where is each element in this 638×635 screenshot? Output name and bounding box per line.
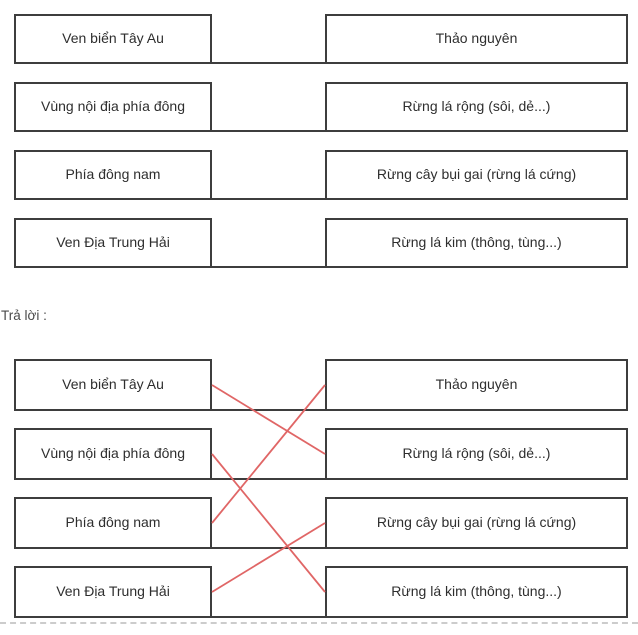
row-baseline xyxy=(212,409,325,411)
question-right-box-4: Rừng lá kim (thông, tùng...) xyxy=(325,218,628,268)
row-baseline xyxy=(212,266,325,268)
answer-left-box-3: Phía đông nam xyxy=(14,497,212,549)
question-right-box-1: Thảo nguyên xyxy=(325,14,628,64)
answer-right-box-4: Rừng lá kim (thông, tùng...) xyxy=(325,566,628,618)
answer-connection-line xyxy=(211,384,326,455)
row-baseline xyxy=(212,130,325,132)
row-baseline xyxy=(212,62,325,64)
answer-right-box-1: Thảo nguyên xyxy=(325,359,628,411)
question-right-box-3: Rừng cây bụi gai (rừng lá cứng) xyxy=(325,150,628,200)
row-baseline xyxy=(212,198,325,200)
answer-left-box-4: Ven Địa Trung Hải xyxy=(14,566,212,618)
row-baseline xyxy=(212,616,325,618)
answer-label: Trả lời : xyxy=(1,308,47,323)
answer-connection-line xyxy=(211,453,326,593)
answer-left-box-2: Vùng nội địa phía đông xyxy=(14,428,212,480)
row-baseline xyxy=(212,547,325,549)
question-right-box-2: Rừng lá rộng (sôi, dẻ...) xyxy=(325,82,628,132)
answer-connection-line xyxy=(211,522,326,593)
page-divider xyxy=(0,622,638,624)
row-baseline xyxy=(212,478,325,480)
question-left-box-4: Ven Địa Trung Hải xyxy=(14,218,212,268)
question-left-box-2: Vùng nội địa phía đông xyxy=(14,82,212,132)
answer-right-box-3: Rừng cây bụi gai (rừng lá cứng) xyxy=(325,497,628,549)
answer-right-box-2: Rừng lá rộng (sôi, dẻ...) xyxy=(325,428,628,480)
answer-connection-line xyxy=(211,384,326,524)
question-left-box-3: Phía đông nam xyxy=(14,150,212,200)
question-left-box-1: Ven biển Tây Au xyxy=(14,14,212,64)
answer-left-box-1: Ven biển Tây Au xyxy=(14,359,212,411)
